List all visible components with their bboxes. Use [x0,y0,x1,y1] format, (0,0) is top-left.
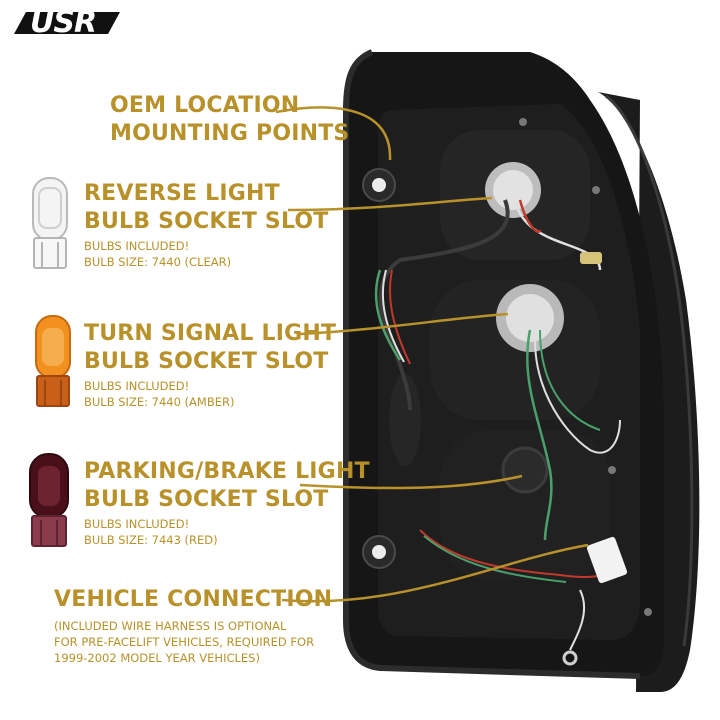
title-line-1: REVERSE LIGHT [84,181,280,206]
title-line-2: BULB SOCKET SLOT [84,487,329,512]
title-line-2: BULB SOCKET SLOT [84,349,329,374]
turn-signal-note: BULBS INCLUDED! BULB SIZE: 7440 (AMBER) [84,378,234,410]
note-line-1: (INCLUDED WIRE HARNESS IS OPTIONAL [54,619,287,633]
parking-brake-title: PARKING/BRAKE LIGHT BULB SOCKET SLOT [84,458,370,514]
note-line-2: BULB SIZE: 7440 (AMBER) [84,395,235,409]
title-line-1: PARKING/BRAKE LIGHT [84,459,370,484]
brand-logo: USR [8,6,126,40]
oem-mounting-title: OEM LOCATION MOUNTING POINTS [110,92,349,148]
note-line-2: BULB SIZE: 7440 (CLEAR) [84,255,232,269]
parking-brake-note: BULBS INCLUDED! BULB SIZE: 7443 (RED) [84,516,218,548]
reverse-light-note: BULBS INCLUDED! BULB SIZE: 7440 (CLEAR) [84,238,231,270]
reverse-light-title: REVERSE LIGHT BULB SOCKET SLOT [84,180,329,236]
title-line-1: TURN SIGNAL LIGHT [84,321,337,346]
note-line-1: BULBS INCLUDED! [84,379,190,393]
red-bulb-icon [29,453,69,547]
vehicle-connection-note: (INCLUDED WIRE HARNESS IS OPTIONAL FOR P… [54,618,314,666]
title-line-2: BULB SOCKET SLOT [84,209,329,234]
amber-bulb-icon [35,315,71,407]
brand-logo-text: USR [30,6,96,40]
title-line-1: VEHICLE CONNECTION [54,587,333,612]
note-line-2: FOR PRE-FACELIFT VEHICLES, REQUIRED FOR [54,635,315,649]
note-line-1: BULBS INCLUDED! [84,517,190,531]
vehicle-connection-title: VEHICLE CONNECTION [54,586,332,614]
title-line-2: MOUNTING POINTS [110,121,350,146]
turn-signal-title: TURN SIGNAL LIGHT BULB SOCKET SLOT [84,320,336,376]
note-line-1: BULBS INCLUDED! [84,239,190,253]
note-line-2: BULB SIZE: 7443 (RED) [84,533,218,547]
title-line-1: OEM LOCATION [110,93,300,118]
clear-bulb-icon [32,177,68,269]
note-line-3: 1999-2002 MODEL YEAR VEHICLES) [54,651,260,665]
